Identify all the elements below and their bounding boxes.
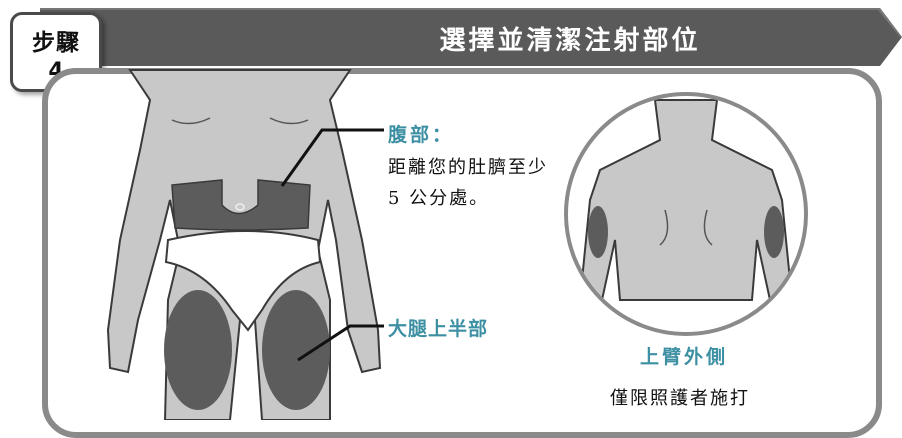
upper-arm-label: 上臂外側 [640,342,728,369]
right-arm-site [764,206,784,258]
thigh-label: 大腿上半部 [388,314,488,341]
left-arm-site [588,206,608,258]
abdomen-description: 距離您的肚臍至少 5 公分處。 [388,152,548,214]
abdomen-label: 腹部： [388,120,454,147]
right-thigh-site [262,290,330,410]
upper-arm-note: 僅限照護者施打 [610,384,750,410]
left-thigh-site [164,290,232,410]
